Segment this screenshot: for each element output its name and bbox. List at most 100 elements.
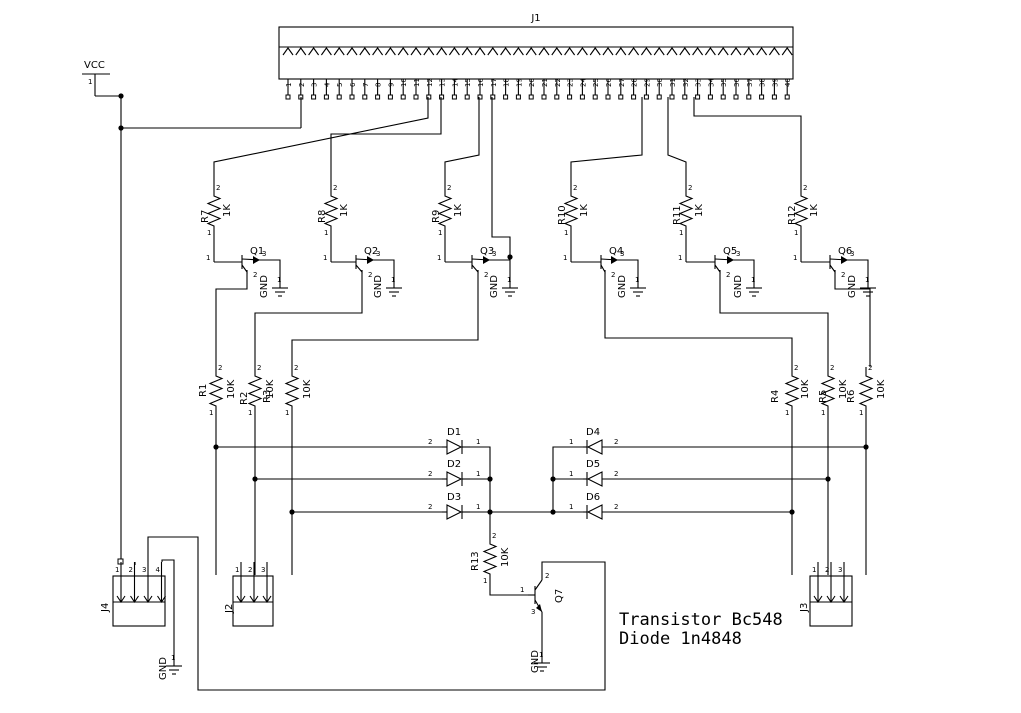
j1-pin-pad bbox=[413, 94, 419, 100]
gnd-label: GND bbox=[158, 657, 169, 680]
diode-body bbox=[446, 439, 463, 455]
resistor-value: 10K bbox=[838, 379, 849, 399]
j1-pin-label: 9 bbox=[387, 83, 395, 87]
transistor-ref: Q6 bbox=[838, 246, 852, 257]
pin-label: 2 bbox=[294, 364, 298, 372]
j1-pin-pad bbox=[554, 94, 560, 100]
j1-pin-chevron bbox=[461, 47, 473, 56]
j1-pin-label: 2 bbox=[298, 83, 306, 87]
note-transistor: Transistor Bc548 bbox=[619, 610, 783, 630]
j1-pin-pad bbox=[605, 94, 611, 100]
collector-lead bbox=[600, 264, 606, 275]
resistor-body bbox=[793, 170, 809, 252]
j1-pin-chevron bbox=[372, 47, 384, 56]
pin-label: 1 bbox=[391, 276, 395, 284]
pin-label: 2 bbox=[484, 271, 488, 279]
j1-pin-label: 5 bbox=[336, 83, 344, 87]
pin-label: 1 bbox=[235, 566, 239, 574]
diode-buses bbox=[213, 415, 869, 575]
j1-pin-pad bbox=[720, 94, 726, 100]
j1-pin-label: 24 bbox=[579, 78, 587, 87]
gnd-label: GND bbox=[847, 275, 858, 298]
j1-pin-chevron bbox=[602, 47, 614, 56]
j1-pin-label: 33 bbox=[695, 78, 703, 87]
j1-pin-label: 23 bbox=[567, 78, 575, 87]
pin-label: 1 bbox=[520, 586, 524, 594]
pin-label: 1 bbox=[277, 276, 281, 284]
j1-pin-pad bbox=[656, 94, 662, 100]
transistor-ref: Q2 bbox=[364, 246, 378, 257]
pin-label: 1 bbox=[483, 577, 487, 585]
pin-label: 2 bbox=[218, 364, 222, 372]
emitter-wire bbox=[374, 259, 395, 278]
gnd-label: GND bbox=[530, 650, 541, 673]
j1-pin-label: 35 bbox=[720, 78, 728, 87]
j1-pin-pad bbox=[682, 94, 688, 100]
j1-pin-label: 39 bbox=[771, 78, 779, 87]
diode-ref: D6 bbox=[586, 492, 600, 503]
resistor-value: 10K bbox=[302, 379, 313, 399]
pin-label: 3 bbox=[262, 250, 266, 258]
pin-label: 2 bbox=[868, 364, 872, 372]
j1-pin-pad bbox=[669, 94, 675, 100]
j1-pin-pad bbox=[375, 94, 381, 100]
resistor-ref: R12 bbox=[787, 205, 798, 225]
pin-label: 3 bbox=[531, 608, 535, 616]
j1-pin-pad bbox=[618, 94, 624, 100]
resistor-body bbox=[482, 535, 498, 583]
j1-pin-chevron bbox=[615, 47, 627, 56]
j1-pin-chevron bbox=[384, 47, 396, 56]
j1-pin-chevron bbox=[564, 47, 576, 56]
pin-label: 3 bbox=[736, 250, 740, 258]
j1-pin-label: 11 bbox=[413, 78, 421, 87]
j1-pin-chevron bbox=[576, 47, 588, 56]
j1-pin-chevron bbox=[320, 47, 332, 56]
connector-body bbox=[232, 575, 274, 627]
resistor-body bbox=[563, 170, 579, 252]
pin-label: 2 bbox=[248, 566, 252, 574]
pin-label: 2 bbox=[428, 503, 432, 511]
j1-pin-pad bbox=[285, 94, 291, 100]
j1-pin-chevron bbox=[525, 47, 537, 56]
gnd-label: GND bbox=[617, 275, 628, 298]
j1-pin-pad bbox=[707, 94, 713, 100]
pin-label: 2 bbox=[492, 532, 496, 540]
collector-wiring bbox=[215, 270, 871, 367]
j1-pin-label: 25 bbox=[592, 78, 600, 87]
j1-pin-pad bbox=[528, 94, 534, 100]
j1-pin-pad bbox=[439, 94, 445, 100]
j1-pin-chevron bbox=[474, 47, 486, 56]
diode-body bbox=[446, 504, 463, 520]
resistor-value: 1K bbox=[694, 204, 705, 217]
j1-pin-label: 12 bbox=[426, 78, 434, 87]
pin-label: 3 bbox=[492, 250, 496, 258]
connector-ref: J4 bbox=[100, 603, 111, 613]
j1-pin-pad bbox=[592, 94, 598, 100]
j1-pin-pad bbox=[349, 94, 355, 100]
vcc-pin-label: 1 bbox=[88, 78, 92, 86]
gnd-label: GND bbox=[373, 275, 384, 298]
j1-pin-chevron bbox=[346, 47, 358, 56]
diode-ref: D5 bbox=[586, 459, 600, 470]
note-diode: Diode 1n4848 bbox=[619, 629, 742, 649]
resistor-ref: R2 bbox=[239, 392, 250, 405]
j1-pin-pad bbox=[451, 94, 457, 100]
emitter-wire bbox=[734, 259, 755, 278]
resistor-value: 1K bbox=[809, 204, 820, 217]
pin-label: 2 bbox=[545, 572, 549, 580]
j1-pin-label: 27 bbox=[618, 78, 626, 87]
resistor-ref: R7 bbox=[200, 210, 211, 223]
j1-pin-chevron bbox=[743, 47, 755, 56]
emitter-wire bbox=[260, 259, 281, 278]
resistor-body bbox=[858, 367, 874, 415]
resistor-value: 10K bbox=[800, 379, 811, 399]
